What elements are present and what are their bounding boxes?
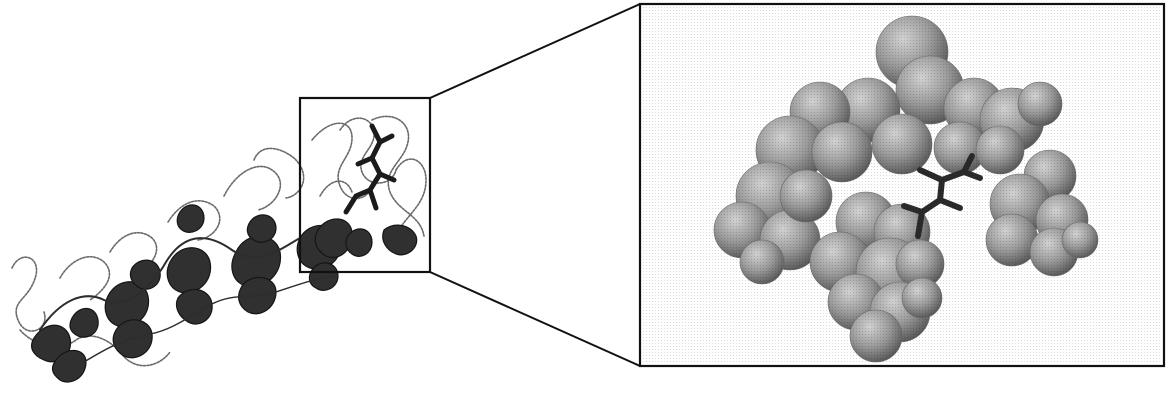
pocket-helix-2	[346, 229, 372, 256]
stipple-overlay	[642, 6, 1162, 364]
pocket-helix-3	[383, 225, 417, 255]
helix-group-4	[232, 215, 281, 314]
helix-group-1	[32, 308, 99, 382]
coil-loop-9	[396, 159, 426, 236]
coil-loop-5	[224, 166, 280, 210]
coil-loop-1	[12, 257, 45, 331]
coil-loop-2	[60, 257, 109, 300]
helix-group-3	[167, 205, 212, 324]
binding-pocket-zoom-box	[300, 98, 430, 272]
zoom-line-bottom	[430, 272, 640, 366]
space-filling-ligand-model	[640, 4, 1164, 366]
zoom-line-top	[430, 4, 640, 98]
ligand-sticks	[346, 126, 394, 212]
helix-group-2	[105, 260, 160, 358]
coil-loop-10	[320, 181, 352, 196]
